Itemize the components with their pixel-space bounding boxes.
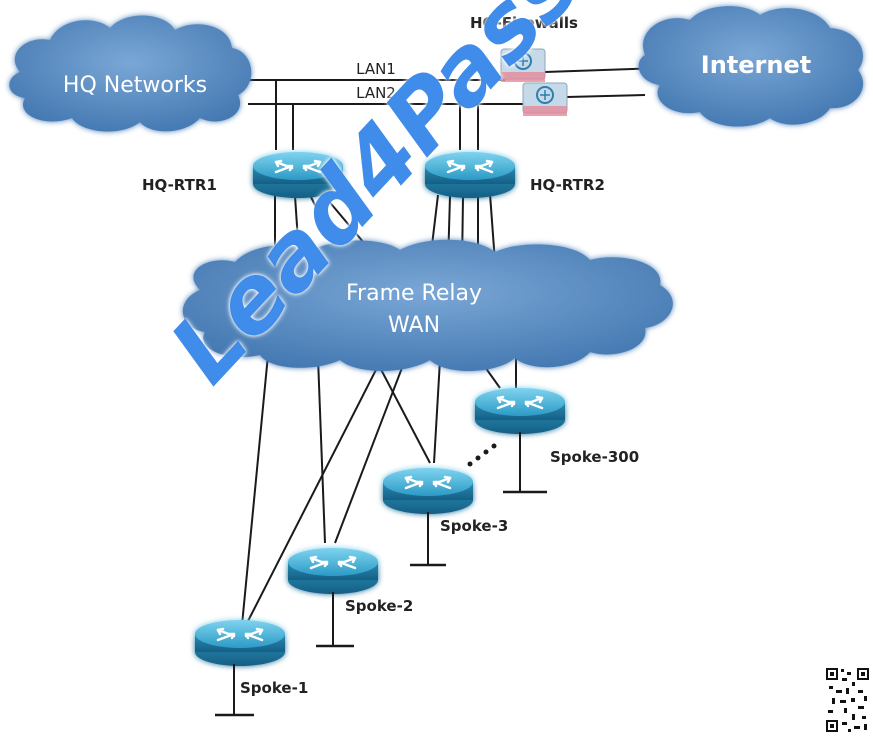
fw-internet-line-2: [566, 94, 646, 98]
hq-firewalls-label: HQ-Firewalls: [470, 14, 578, 32]
firewall-icon: [500, 48, 568, 117]
ellipsis-dots: [467, 443, 497, 467]
hq-rtr1-label: HQ-RTR1: [142, 176, 217, 194]
qr-code-icon: [824, 666, 871, 734]
hq-networks-label: HQ Networks: [63, 73, 207, 98]
router-icon: [286, 546, 380, 596]
wan-label-line2: WAN: [388, 313, 440, 338]
hq-networks-cloud: [9, 15, 252, 132]
spoke1-label: Spoke-1: [240, 679, 308, 697]
frame-relay-wan-cloud: [182, 239, 673, 372]
lan2-label: LAN2: [356, 84, 396, 102]
hq-rtr2-label: HQ-RTR2: [530, 176, 605, 194]
router-icon: [251, 150, 345, 200]
router-icon: [423, 150, 517, 200]
wan-label-line1: Frame Relay: [346, 281, 482, 306]
spoke2-label: Spoke-2: [345, 597, 413, 615]
lan-lines: [248, 67, 661, 150]
spoke300-label: Spoke-300: [550, 448, 639, 466]
router-icon: [381, 466, 475, 516]
spoke-links: [241, 354, 517, 626]
router-icon: [193, 618, 287, 668]
router-icon: [473, 386, 567, 436]
lan1-label: LAN1: [356, 60, 396, 78]
internet-cloud: [638, 6, 864, 127]
internet-label: Internet: [701, 51, 811, 79]
spoke3-label: Spoke-3: [440, 517, 508, 535]
